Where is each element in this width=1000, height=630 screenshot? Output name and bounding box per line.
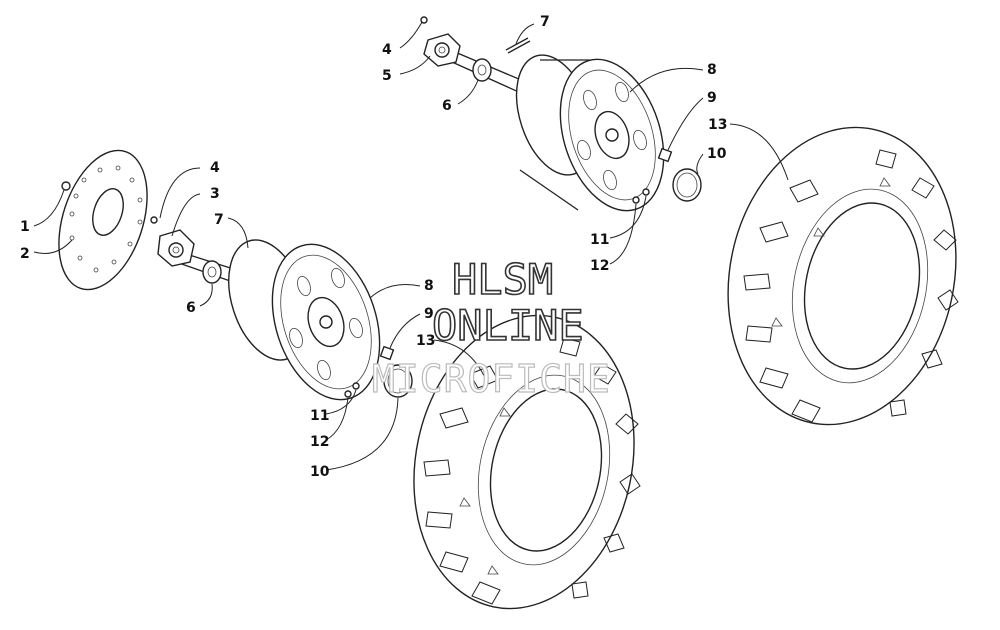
lower-hub: [157, 229, 195, 267]
callout-upper-8: 8: [707, 62, 717, 78]
callout-lower-13: 13: [416, 333, 435, 349]
callout-lower-11: 11: [310, 408, 329, 424]
callout-upper-4: 4: [382, 42, 392, 58]
callout-lower-7: 7: [214, 212, 224, 228]
callout-lower-4: 4: [210, 160, 220, 176]
callout-labels: 4 5 6 7 8 9 10 11 12 13 1 2 3 4 6 7 8 9 …: [20, 14, 727, 480]
callout-upper-13: 13: [708, 117, 727, 133]
callout-upper-12: 12: [590, 258, 609, 274]
callout-lower-9: 9: [424, 306, 434, 322]
upper-tire: [727, 126, 959, 426]
callout-upper-6: 6: [442, 98, 452, 114]
watermark-line-3: MICROFICHE: [372, 357, 611, 401]
lower-wheel-rim: [228, 239, 381, 401]
watermark-line-2: ONLINE: [432, 301, 584, 350]
callout-lower-2: 2: [20, 246, 30, 262]
lower-tire: [413, 314, 641, 610]
callout-lower-1: 1: [20, 219, 30, 235]
callout-upper-11: 11: [590, 232, 609, 248]
watermark-line-1: HLSM: [452, 255, 553, 304]
callout-upper-5: 5: [382, 68, 392, 84]
callout-upper-10: 10: [707, 146, 727, 162]
callout-lower-3: 3: [210, 186, 220, 202]
callout-lower-6: 6: [186, 300, 196, 316]
upper-hub: [423, 33, 461, 67]
upper-wheel-rim: [515, 54, 665, 212]
callout-upper-9: 9: [707, 90, 717, 106]
callout-upper-7: 7: [540, 14, 550, 30]
callout-lower-8: 8: [424, 278, 434, 294]
brake-disc: [58, 149, 148, 291]
callout-lower-12: 12: [310, 434, 329, 450]
lower-assembly: [58, 149, 641, 610]
upper-assembly: [420, 16, 959, 426]
leader-lines: [33, 21, 789, 471]
watermark: HLSM ONLINE MICROFICHE: [371, 254, 611, 401]
callout-lower-10: 10: [310, 464, 330, 480]
